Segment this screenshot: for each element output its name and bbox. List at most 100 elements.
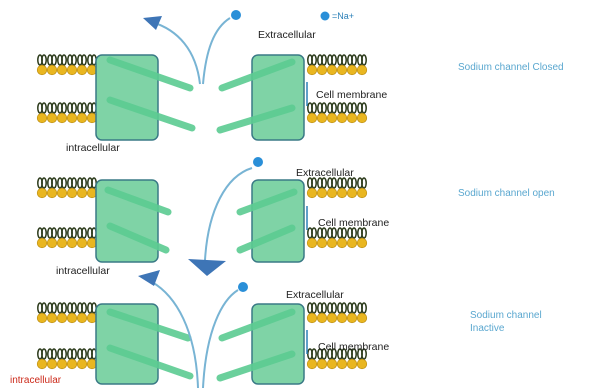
lipid-tail [361,54,367,66]
lipid-tail [331,227,337,239]
lipid-tail [41,102,47,114]
lipid-head [306,312,318,324]
lipid-head [336,64,348,76]
lipid-head [306,358,318,370]
sodium-ion-icon [238,282,248,292]
lipid-head [66,64,78,76]
legend-label: =Na+ [332,11,354,21]
lipid-head [316,312,328,324]
lipid-row-lower-left [36,102,98,124]
lipid-head [66,237,78,249]
lipid-head [56,358,68,370]
lipid-tail [351,302,357,314]
lipid-head [76,237,88,249]
lipid-tail [331,102,337,114]
lipid-tail [341,302,347,314]
lipid-tail [341,177,347,189]
ion-path-arrow [151,21,201,85]
lipid-tail [71,54,77,66]
ion-path-arrow [151,281,199,389]
gate-bar [218,308,296,342]
lipid-head [336,112,348,124]
lipid-head [36,112,48,124]
lipid-head [326,312,338,324]
lipid-head [76,187,88,199]
lipid-head [316,64,328,76]
extracellular-label: Extracellular [286,289,344,301]
lipid-tail [51,54,57,66]
intracellular-label: intracellular [66,142,120,154]
lipid-tail [71,348,77,360]
lipid-tail [41,302,47,314]
lipid-head [306,112,318,124]
lipid-tail [351,227,357,239]
lipid-head [36,237,48,249]
ion-path-arrow [204,167,253,261]
lipid-head [356,187,368,199]
lipid-tail [321,102,327,114]
lipid-tail [321,227,327,239]
channel-state-label: Sodium channel open [458,188,555,199]
lipid-head [316,358,328,370]
lipid-head [356,64,368,76]
lipid-head [346,358,358,370]
lipid-head [346,312,358,324]
lipid-head [46,312,58,324]
sodium-ion-icon [231,10,241,20]
gate-bar [106,308,192,342]
lipid-row-lower-left [36,348,98,370]
gate-bar [106,222,170,254]
arrowhead-icon [188,259,226,276]
lipid-tail [361,177,367,189]
lipid-head [66,312,78,324]
channel-state-label: Sodium channel [470,310,542,321]
lipid-tail [81,54,87,66]
lipid-head [46,187,58,199]
lipid-head [316,237,328,249]
lipid-head [356,112,368,124]
lipid-head [76,358,88,370]
channel-state-label: Sodium channel Closed [458,62,564,73]
lipid-tail [81,227,87,239]
lipid-tail [311,302,317,314]
lipid-tail [81,348,87,360]
lipid-head [346,64,358,76]
lipid-tail [61,102,67,114]
lipid-head [326,64,338,76]
lipid-tail [341,348,347,360]
lipid-tail [351,177,357,189]
extracellular-label: Extracellular [258,29,316,41]
lipid-tail [71,302,77,314]
lipid-tail [51,348,57,360]
lipid-tail [51,177,57,189]
lipid-head [326,358,338,370]
lipid-tail [71,227,77,239]
lipid-head [46,358,58,370]
lipid-tail [331,54,337,66]
lipid-tail [351,54,357,66]
lipid-head [76,112,88,124]
lipid-tail [311,348,317,360]
lipid-head [306,237,318,249]
lipid-head [76,312,88,324]
lipid-tail [81,177,87,189]
lipid-tail [81,302,87,314]
lipid-head [56,312,68,324]
lipid-head [336,187,348,199]
gate-bar [104,186,172,216]
lipid-head [66,358,78,370]
lipid-tail [351,102,357,114]
lipid-tail [321,54,327,66]
cell-membrane-label: Cell membrane [316,89,387,101]
intracellular-label: intracellular [56,265,110,277]
gate-bar [236,188,298,216]
lipid-tail [51,302,57,314]
lipid-head [56,112,68,124]
lipid-head [36,358,48,370]
lipid-tail [51,227,57,239]
lipid-tail [81,102,87,114]
gate-bar [216,350,296,382]
lipid-tail [61,348,67,360]
lipid-head [326,187,338,199]
lipid-row-lower-right [306,227,368,249]
